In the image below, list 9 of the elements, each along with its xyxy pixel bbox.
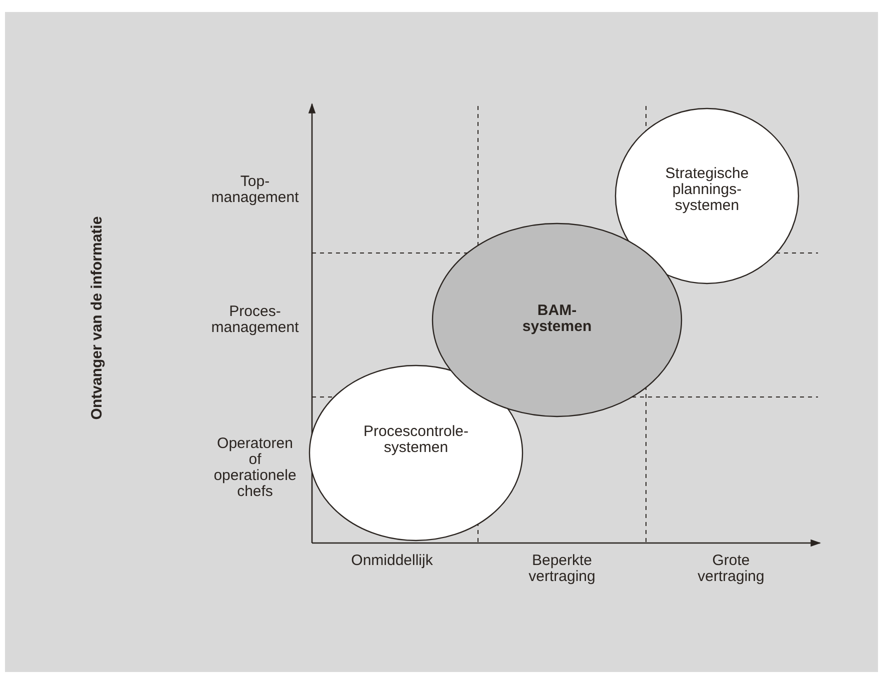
column-label: Grote vertraging: [698, 553, 764, 585]
ellipse-label: Strategische plannings- systemen: [665, 166, 749, 214]
row-label: Top- management: [211, 174, 299, 206]
ellipse-label: BAM- systemen: [522, 303, 592, 335]
row-label: Proces- management: [211, 304, 299, 336]
row-label: Operatoren of operationele chefs: [214, 436, 296, 500]
ellipse-label: Procescontrole- systemen: [363, 424, 469, 456]
axis-title: Ontvanger van de informatie: [88, 216, 106, 420]
column-label: Beperkte vertraging: [528, 553, 596, 585]
